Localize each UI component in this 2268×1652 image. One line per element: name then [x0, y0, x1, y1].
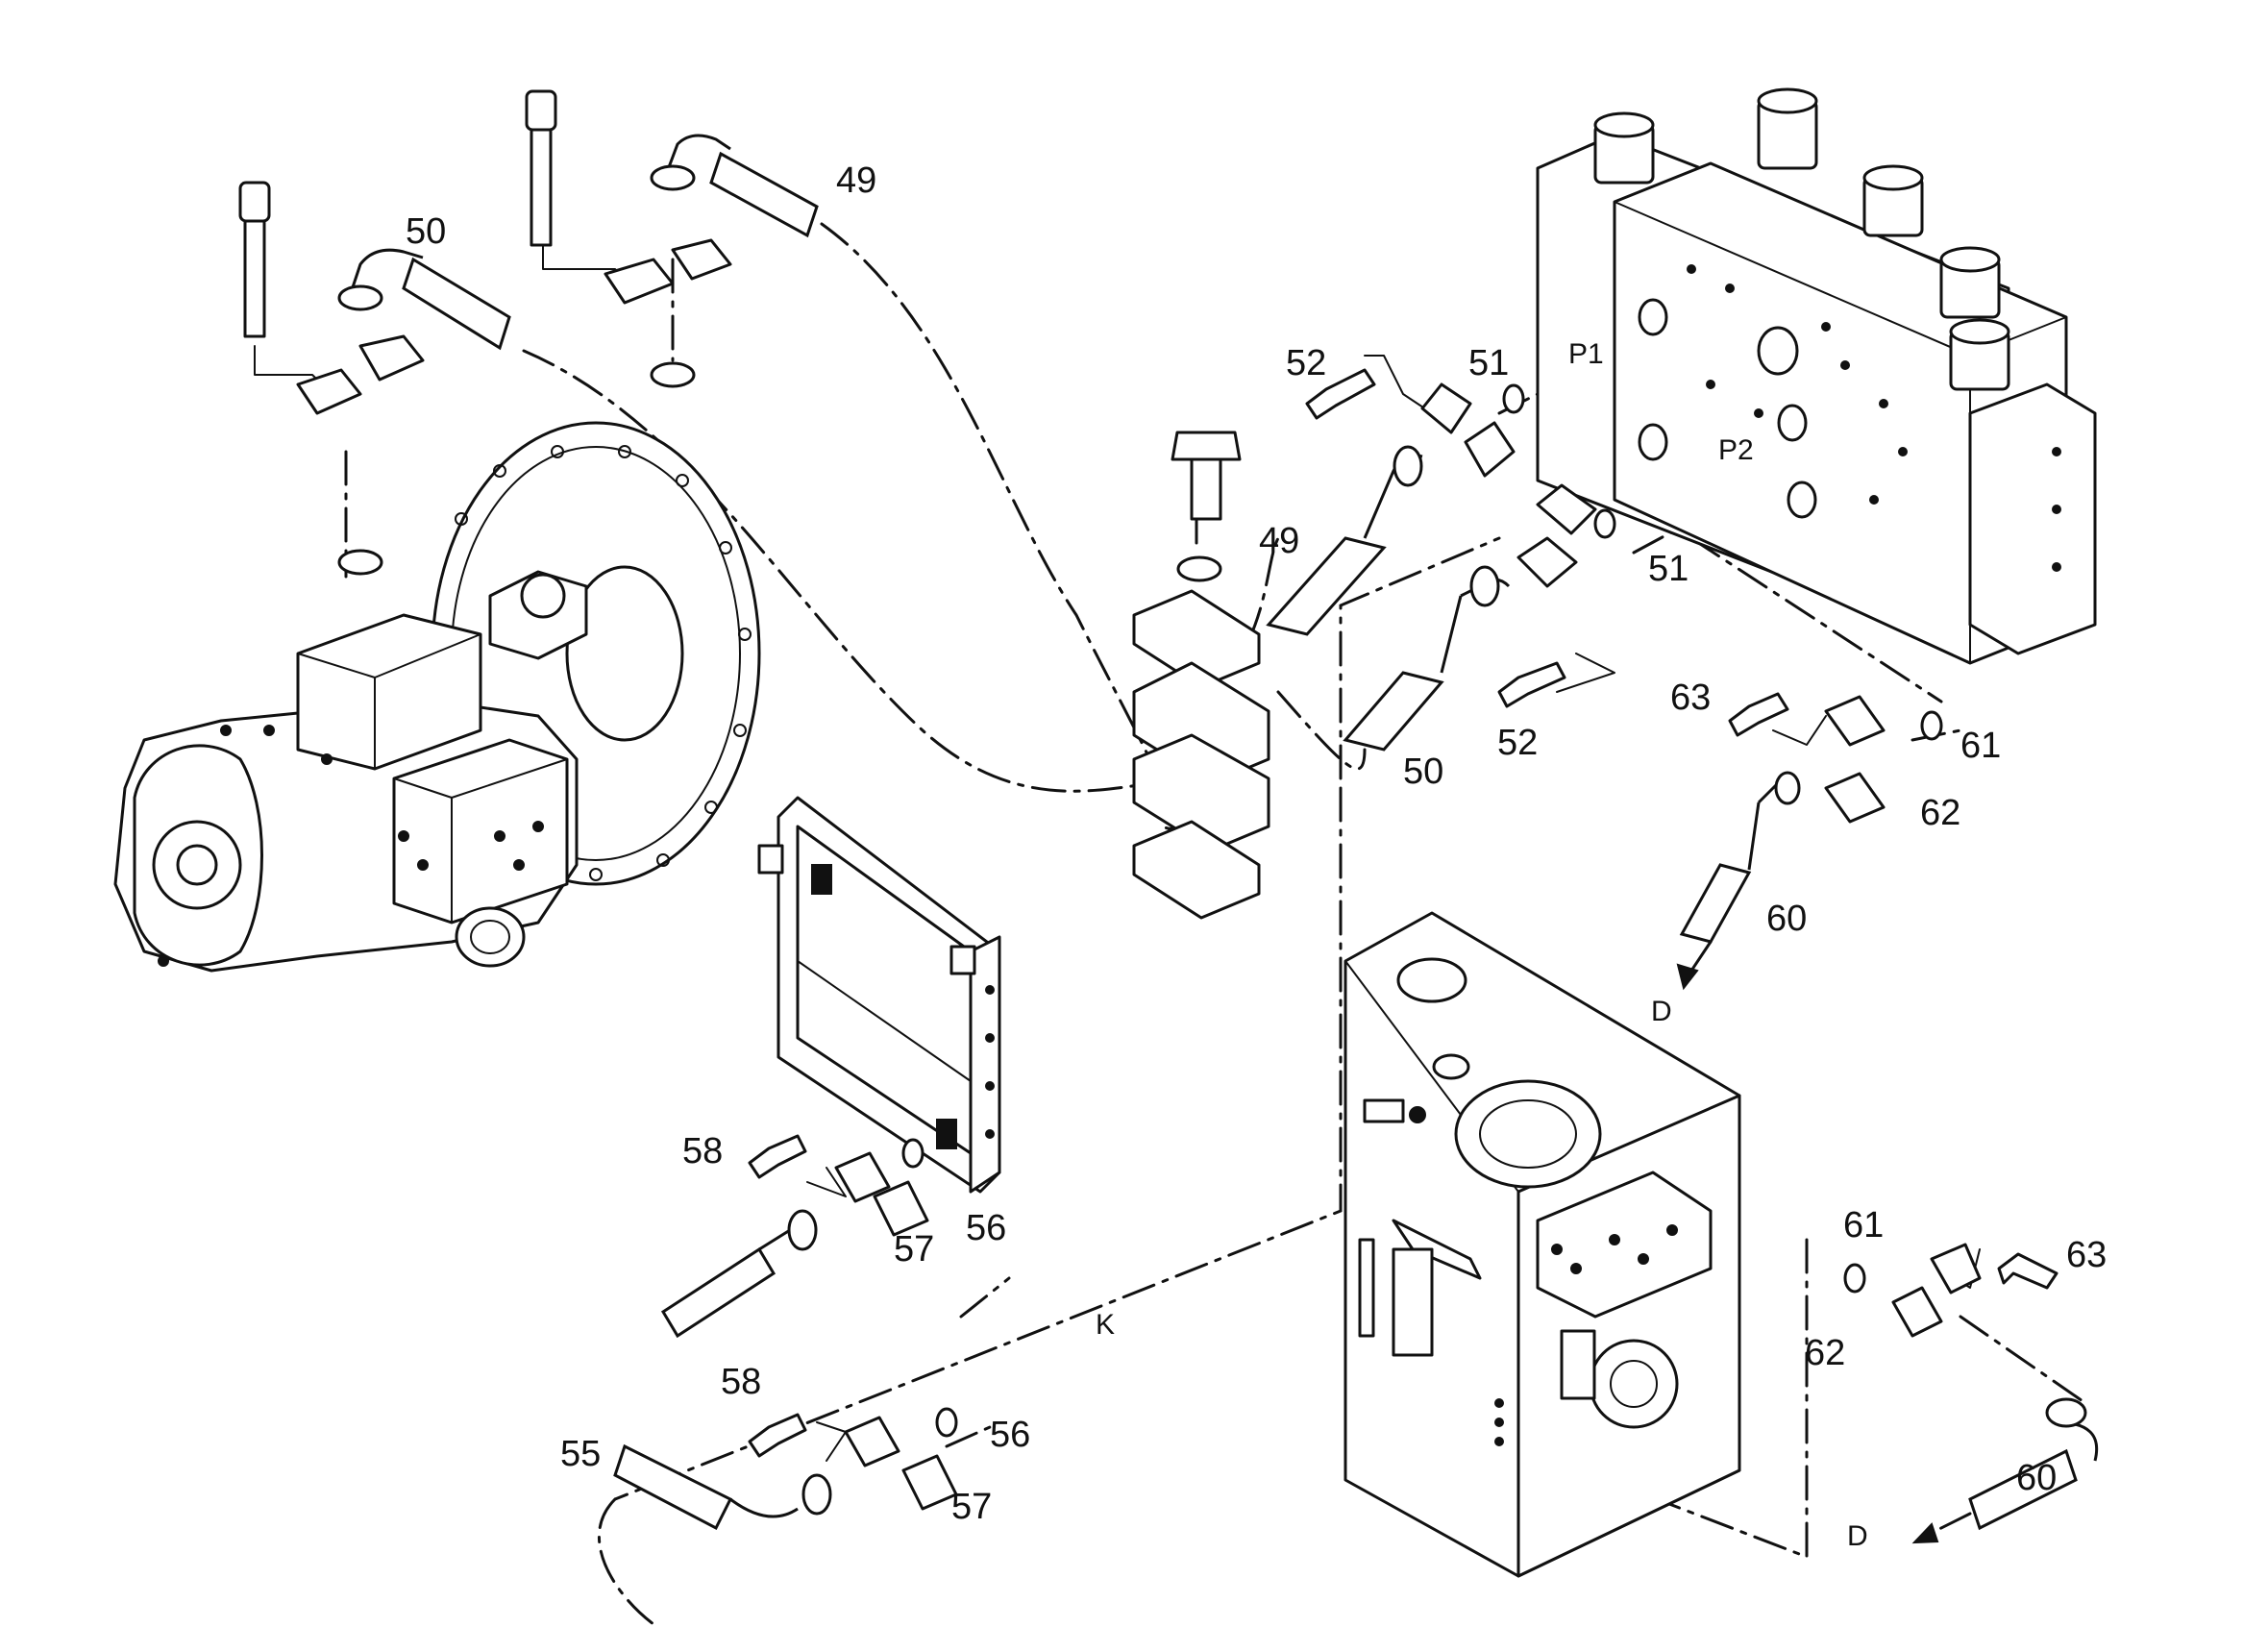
callout-52-upper: 52 — [1286, 343, 1326, 383]
port-label-p1: P1 — [1568, 338, 1604, 370]
callout-56-lower: 56 — [990, 1415, 1030, 1455]
oil-cooler — [757, 796, 1001, 1194]
callout-57-lower: 57 — [951, 1487, 992, 1527]
callout-58-lower: 58 — [721, 1362, 761, 1402]
direction-arrows — [1676, 940, 1972, 1544]
connection-d-lower: D — [1847, 1520, 1868, 1552]
callout-56-upper: 56 — [966, 1208, 1006, 1248]
callout-63-upper: 63 — [1670, 678, 1711, 718]
port-label-p2: P2 — [1718, 434, 1754, 466]
callout-labels: 49 50 52 51 P1 P2 49 51 52 50 63 61 62 6… — [406, 160, 2107, 1552]
callout-51-upper: 51 — [1468, 343, 1509, 383]
hydraulic-tank — [1344, 911, 1741, 1578]
callout-62-lower: 62 — [1805, 1333, 1845, 1373]
connection-d-upper: D — [1651, 996, 1672, 1027]
callout-61-upper: 61 — [1960, 726, 2001, 766]
callout-49-lower: 49 — [1259, 521, 1299, 561]
callout-50-lower: 50 — [1403, 752, 1443, 792]
hose-55-lower — [613, 1443, 832, 1531]
hose-55-upper — [660, 1209, 818, 1339]
main-pump-assembly — [113, 421, 761, 973]
flanges-and-orings — [296, 238, 1982, 1511]
callout-62-upper: 62 — [1920, 793, 1960, 833]
callout-60-upper: 60 — [1766, 899, 1807, 939]
callout-60-lower: 60 — [2016, 1458, 2057, 1498]
connection-k: K — [1096, 1309, 1115, 1341]
control-valve-assembly — [1536, 87, 2097, 665]
callout-57-upper: 57 — [894, 1229, 934, 1270]
hose-50-upper — [337, 248, 511, 351]
callout-51-lower: 51 — [1648, 549, 1689, 589]
callout-49-top: 49 — [836, 160, 876, 201]
hose-clamp-stack — [1132, 431, 1270, 920]
callout-61-lower: 61 — [1843, 1205, 1884, 1245]
callout-52-lower: 52 — [1497, 723, 1538, 763]
callout-63-lower: 63 — [2066, 1235, 2107, 1275]
callout-55: 55 — [560, 1434, 601, 1474]
bolt-parts — [238, 89, 2058, 1458]
callout-58-upper: 58 — [682, 1131, 723, 1171]
hose-60-lower — [1968, 1397, 2098, 1531]
hose-49-lower — [1266, 445, 1423, 636]
hose-50-lower — [1343, 565, 1511, 752]
callout-50-top: 50 — [406, 211, 446, 252]
hose-49-upper — [650, 134, 819, 238]
